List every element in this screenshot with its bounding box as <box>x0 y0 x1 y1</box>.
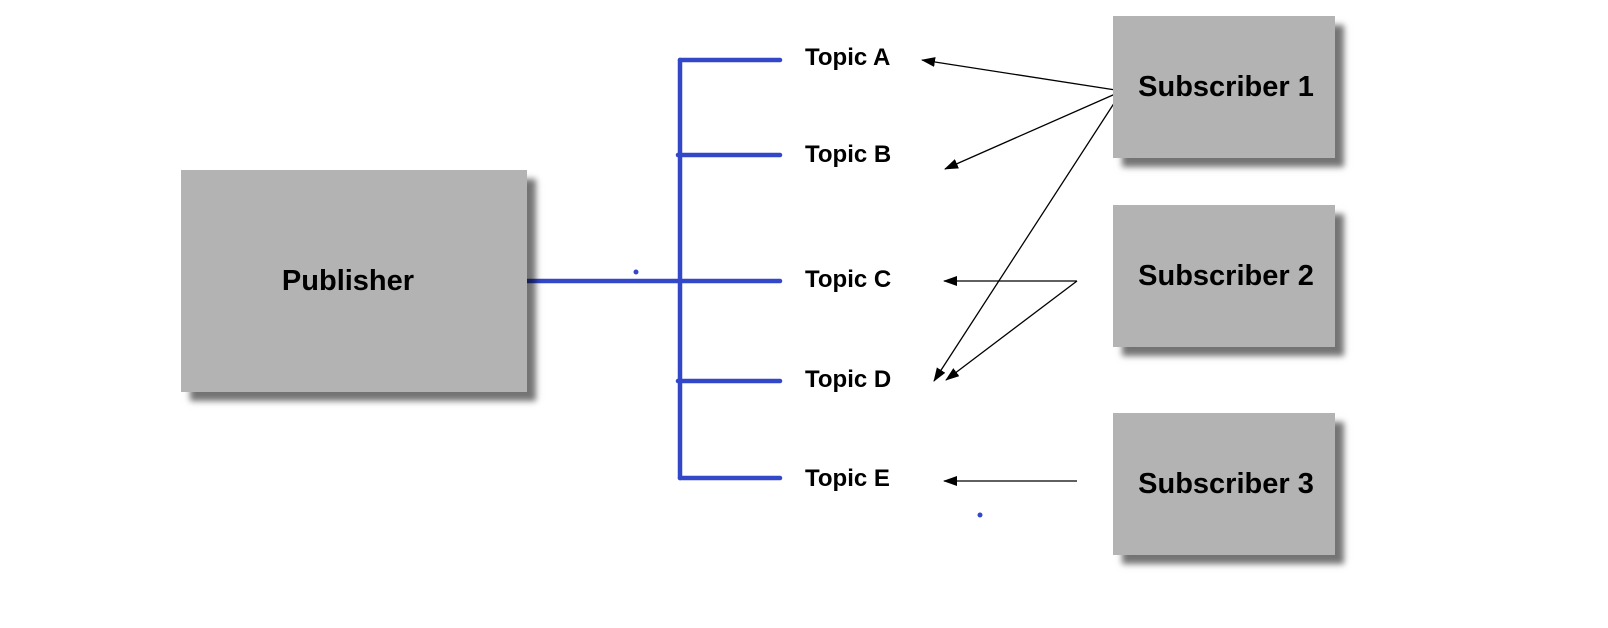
subscription-arrows <box>921 57 1123 486</box>
subscriber-2-label: Subscriber 2 <box>1138 259 1314 292</box>
subscriber-1-label: Subscriber 1 <box>1138 70 1314 103</box>
subscriber-3-label: Subscriber 3 <box>1138 467 1314 500</box>
arrow-sub1-topic-b <box>944 90 1123 170</box>
subscriber-1-box: Subscriber 1 <box>1113 16 1335 158</box>
stray-dot <box>633 269 639 275</box>
subscriber-3-box: Subscriber 3 <box>1113 413 1335 555</box>
topic-d-label: Topic D <box>805 366 892 393</box>
arrow-sub1-topic-a <box>921 57 1123 92</box>
topic-c-label: Topic C <box>805 266 892 293</box>
topic-a-label: Topic A <box>805 44 891 71</box>
topic-b-label: Topic B <box>805 141 892 168</box>
subscriber-2-box: Subscriber 2 <box>1113 205 1335 347</box>
topic-bus <box>524 57 783 481</box>
publisher-label: Publisher <box>281 264 415 297</box>
publisher-box: Publisher <box>181 170 527 392</box>
arrow-sub1-topic-d <box>933 90 1123 382</box>
stray-dot <box>977 512 983 518</box>
topic-e-label: Topic E <box>805 465 890 492</box>
arrow-sub2-topic-d <box>945 280 1078 381</box>
